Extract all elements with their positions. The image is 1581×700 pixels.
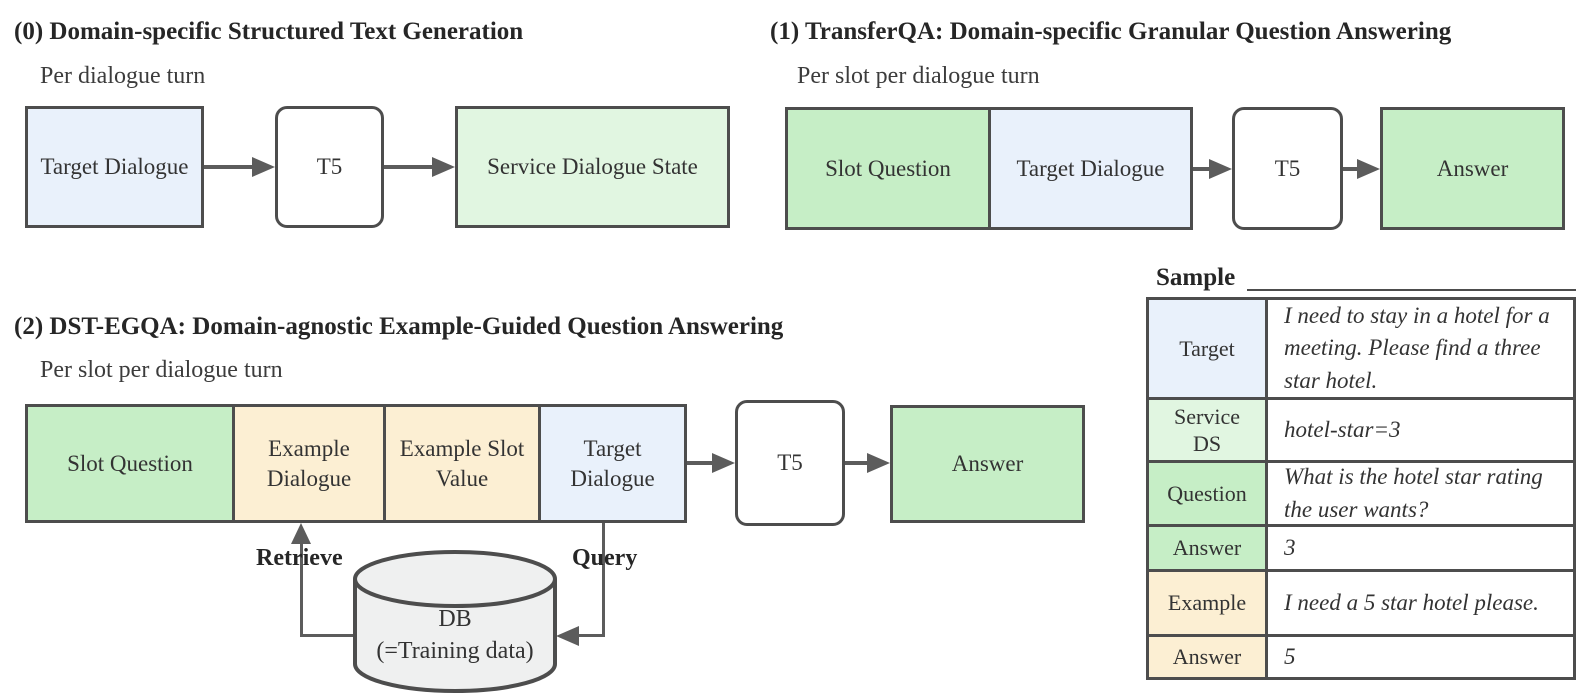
sample-heading-rule — [1247, 289, 1576, 291]
s0-arrow2-line — [384, 165, 433, 169]
db-label-line1: DB — [438, 606, 472, 632]
s2-slot-question-label: Slot Question — [67, 450, 193, 476]
s0-service-dialogue-state-label: Service Dialogue State — [487, 154, 698, 180]
row-label-service-ds: Service DS — [1149, 400, 1268, 460]
db-label-line2: (=Training data) — [376, 638, 534, 664]
s0-service-dialogue-state-box: Service Dialogue State — [455, 106, 730, 228]
table-row-question: Question What is the hotel star rating t… — [1149, 460, 1573, 524]
row-value-answer2: 5 — [1284, 643, 1296, 669]
db-label: DB (=Training data) — [352, 603, 558, 667]
s2-example-dialogue-box: Example Dialogue — [232, 407, 383, 520]
row-label-example: Example — [1149, 572, 1268, 634]
section2-title: (2) DST-EGQA: Domain-agnostic Example-Gu… — [14, 313, 784, 340]
retrieve-arrow-head-icon — [291, 523, 311, 544]
s2-target-dialogue-box: Target Dialogue — [538, 407, 684, 520]
table-row-service-ds: Service DS hotel-star=3 — [1149, 397, 1573, 460]
s1-input-combo-box: Slot Question Target Dialogue — [785, 107, 1193, 230]
s0-target-dialogue-box: Target Dialogue — [25, 106, 204, 228]
database-cylinder-icon — [353, 550, 557, 693]
s1-answer-label: Answer — [1436, 155, 1509, 181]
query-arrow-vline — [602, 523, 605, 637]
s2-input-combo-box: Slot Question Example Dialogue Example S… — [25, 404, 687, 523]
s2-arrow2-head-icon — [867, 453, 890, 473]
s2-example-slot-value-box: Example Slot Value — [383, 407, 538, 520]
s1-slot-question-label: Slot Question — [825, 155, 951, 181]
s1-t5-box: T5 — [1232, 107, 1343, 230]
query-label: Query — [572, 545, 638, 571]
row-value-service-ds: hotel-star=3 — [1284, 416, 1401, 442]
section0-title: (0) Domain-specific Structured Text Gene… — [14, 18, 524, 45]
row-value-answer1: 3 — [1284, 534, 1296, 560]
row-label-answer2: Answer — [1149, 637, 1268, 677]
s1-t5-label: T5 — [1274, 155, 1301, 181]
row-value-example: I need a 5 star hotel please. — [1284, 589, 1539, 615]
row-label-answer1: Answer — [1149, 527, 1268, 569]
s2-t5-box: T5 — [735, 400, 845, 526]
s0-t5-box: T5 — [275, 106, 384, 228]
section1-subtitle: Per slot per dialogue turn — [797, 63, 1040, 89]
s2-answer-label: Answer — [951, 451, 1024, 477]
s2-t5-label: T5 — [777, 450, 803, 476]
s0-target-dialogue-label: Target Dialogue — [40, 154, 189, 180]
s0-t5-label: T5 — [316, 154, 343, 180]
table-row-example: Example I need a 5 star hotel please. — [1149, 569, 1573, 634]
s2-arrow2-line — [845, 461, 868, 465]
retrieve-label: Retrieve — [256, 545, 343, 571]
s1-target-dialogue-box: Target Dialogue — [988, 110, 1190, 227]
s1-arrow2-head-icon — [1357, 159, 1380, 179]
s2-slot-question-box: Slot Question — [28, 407, 232, 520]
table-row-target: Target I need to stay in a hotel for a m… — [1149, 300, 1573, 397]
retrieve-arrow-hline — [300, 634, 354, 637]
row-value-question: What is the hotel star rating the user w… — [1284, 463, 1543, 522]
s1-answer-box: Answer — [1380, 107, 1565, 230]
query-arrow-head-icon — [556, 626, 579, 646]
s2-target-dialogue-label: Target Dialogue — [570, 435, 655, 491]
section2-subtitle: Per slot per dialogue turn — [40, 357, 283, 383]
row-value-target: I need to stay in a hotel for a meeting.… — [1284, 302, 1550, 393]
retrieve-arrow-vline — [300, 542, 303, 637]
s2-example-dialogue-label: Example Dialogue — [266, 435, 352, 491]
s0-arrow1-head-icon — [252, 157, 275, 177]
s1-slot-question-box: Slot Question — [788, 110, 988, 227]
s1-target-dialogue-label: Target Dialogue — [1016, 155, 1165, 181]
query-arrow-hline — [579, 634, 604, 637]
section0-subtitle: Per dialogue turn — [40, 63, 206, 89]
s0-arrow1-line — [204, 165, 253, 169]
sample-heading: Sample — [1156, 264, 1236, 291]
s0-arrow2-head-icon — [432, 157, 455, 177]
table-row-answer1: Answer 3 — [1149, 524, 1573, 569]
s2-answer-box: Answer — [890, 405, 1085, 523]
s2-example-slot-value-label: Example Slot Value — [399, 435, 525, 491]
s1-arrow2-line — [1343, 167, 1359, 171]
row-label-question: Question — [1149, 463, 1268, 524]
s2-arrow1-line — [687, 461, 713, 465]
s2-arrow1-head-icon — [712, 453, 735, 473]
s1-arrow1-line — [1193, 167, 1212, 171]
s1-arrow1-head-icon — [1209, 159, 1232, 179]
sample-table: Target I need to stay in a hotel for a m… — [1146, 297, 1576, 680]
section1-title: (1) TransferQA: Domain-specific Granular… — [770, 18, 1452, 45]
row-label-target: Target — [1149, 300, 1268, 397]
table-row-answer2: Answer 5 — [1149, 634, 1573, 677]
